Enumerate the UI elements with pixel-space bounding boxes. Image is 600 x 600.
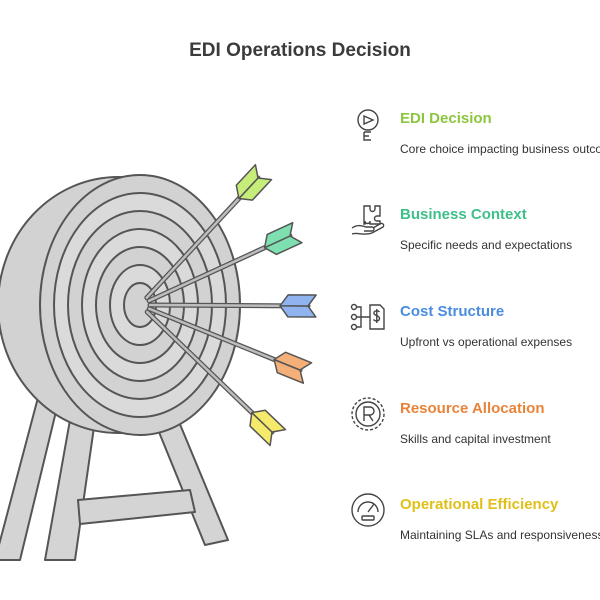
arrow-resource-allocation	[146, 306, 313, 384]
item-description: Skills and capital investment	[400, 432, 551, 446]
item-description: Specific needs and expectations	[400, 238, 573, 252]
item-heading: Business Context	[400, 206, 527, 223]
arrow-business-context	[146, 221, 303, 304]
item-resource-allocation: Resource Allocation Skills and capital i…	[350, 397, 600, 480]
arrow-fletching	[273, 351, 313, 371]
target-stand	[0, 389, 229, 561]
arrow-operational-efficiency	[144, 309, 287, 447]
item-description: Upfront vs operational expenses	[400, 335, 573, 349]
item-heading: Resource Allocation	[400, 400, 545, 417]
page-title: EDI Operations Decision	[189, 40, 411, 61]
gauge-icon	[351, 493, 385, 527]
item-description: Maintaining SLAs and responsiveness	[400, 528, 600, 542]
item-heading: Operational Efficiency	[400, 496, 559, 513]
arrow-edi-decision	[144, 163, 273, 301]
item-description: Core choice impacting business outcomes	[400, 142, 600, 156]
puzzle-hand-icon	[351, 205, 385, 235]
arrow-cost-structure	[147, 294, 317, 318]
item-edi-decision: EDI Decision Core choice impacting busin…	[350, 109, 600, 190]
item-operational-efficiency: Operational Efficiency Maintaining SLAs …	[350, 493, 600, 576]
arrow-fletching	[251, 409, 287, 433]
compass-icon	[357, 109, 379, 141]
arrow-fletching	[279, 294, 317, 307]
arrow-fletching	[279, 305, 317, 318]
item-heading: EDI Decision	[400, 110, 492, 127]
target-board	[0, 174, 241, 436]
item-cost-structure: Cost Structure Upfront vs operational ex…	[350, 303, 600, 383]
item-business-context: Business Context Specific needs and expe…	[350, 205, 600, 286]
item-heading: Cost Structure	[400, 303, 505, 320]
dollar-network-icon	[350, 303, 385, 331]
arrows	[144, 163, 317, 447]
gear-r-icon	[351, 397, 385, 431]
arrow-fletching	[235, 163, 259, 200]
arrow-fletching	[263, 221, 294, 249]
arrow-shaft	[145, 310, 274, 434]
